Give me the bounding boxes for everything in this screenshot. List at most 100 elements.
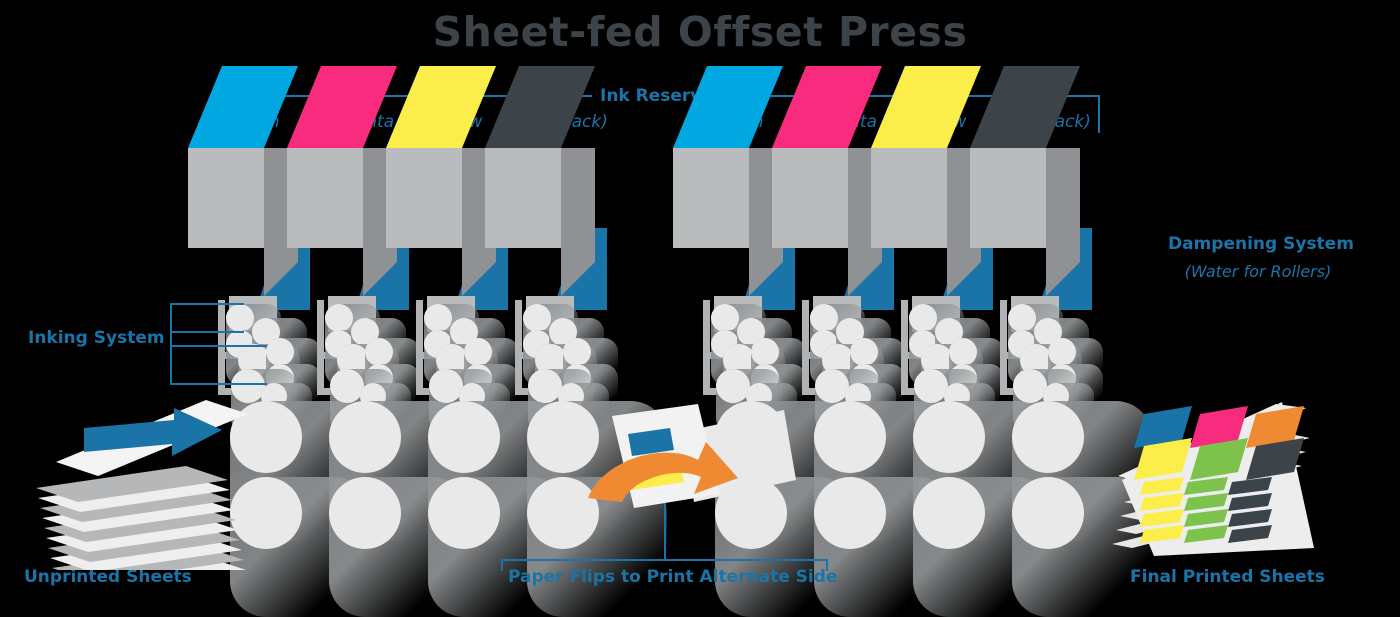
feed-direction-arrow xyxy=(84,408,222,456)
page-title: Sheet-fed Offset Press xyxy=(432,8,968,56)
impression-cylinder-0-0 xyxy=(230,477,302,549)
inking-leader-3 xyxy=(170,345,267,347)
printed-swatch-r0-c1 xyxy=(1190,406,1248,448)
tower-body-1-0 xyxy=(673,148,749,248)
inking-roller-1-3-6 xyxy=(1013,369,1047,403)
unprinted-sheet-stack xyxy=(36,400,248,570)
inking-roller-1-0-4 xyxy=(751,338,779,366)
flip-bracket-tick-right xyxy=(826,559,828,571)
ink-bracket-tick-right xyxy=(1098,95,1100,133)
dampening-system-label: Dampening System xyxy=(1168,234,1354,254)
inking-roller-1-0-0 xyxy=(711,304,739,332)
tower-body-1-3 xyxy=(970,148,1046,248)
inking-roller-0-2-0 xyxy=(424,304,452,332)
dampening-system-sublabel: (Water for Rollers) xyxy=(1184,262,1332,281)
inking-roller-0-2-4 xyxy=(464,338,492,366)
inking-system-label: Inking System xyxy=(28,328,165,348)
printed-bar-r0-c0 xyxy=(1140,477,1184,495)
impression-cylinder-1-3 xyxy=(1012,477,1084,549)
frame-upright-1-3 xyxy=(1000,300,1007,392)
inking-roller-0-3-0 xyxy=(523,304,551,332)
ink-tower-top-cyan-0 xyxy=(188,66,298,148)
tower-body-0-1 xyxy=(287,148,363,248)
inking-roller-0-0-4 xyxy=(266,338,294,366)
printed-bar-r3-c2 xyxy=(1228,525,1272,543)
inking-roller-1-2-4 xyxy=(949,338,977,366)
inking-roller-0-0-0 xyxy=(226,304,254,332)
printed-swatch-r0-c2 xyxy=(1246,406,1304,448)
printed-swatch-r0-c0 xyxy=(1134,406,1192,448)
tower-body-1-1 xyxy=(772,148,848,248)
impression-cylinder-0-3 xyxy=(527,477,599,549)
printed-bar-r2-c0 xyxy=(1140,509,1184,527)
inking-roller-1-2-0 xyxy=(909,304,937,332)
inking-leader-4 xyxy=(170,383,267,385)
inking-leader-2 xyxy=(170,331,244,333)
printed-bar-r1-c1 xyxy=(1184,493,1228,511)
inking-roller-1-3-4 xyxy=(1048,338,1076,366)
blanket-cylinder-0-3 xyxy=(527,401,599,473)
frame-upright-1-0 xyxy=(703,300,710,392)
ink-tower-top-key--black--0 xyxy=(485,66,595,148)
flip-callout-bracket xyxy=(501,559,828,561)
impression-cylinder-1-2 xyxy=(913,477,985,549)
tower-body-0-2 xyxy=(386,148,462,248)
ink-tower-top-magenta-0 xyxy=(287,66,397,148)
inking-roller-0-0-6 xyxy=(231,369,265,403)
inking-roller-1-0-6 xyxy=(716,369,750,403)
printed-bar-r2-c2 xyxy=(1228,509,1272,527)
final-printed-sheet-stack xyxy=(1112,402,1314,556)
inking-roller-1-1-6 xyxy=(815,369,849,403)
inking-bracket-spine xyxy=(170,303,172,385)
blanket-cylinder-1-3 xyxy=(1012,401,1084,473)
flip-direction-arrow xyxy=(588,442,738,502)
inking-roller-0-1-4 xyxy=(365,338,393,366)
unprinted-sheets-caption: Unprinted Sheets xyxy=(24,567,192,587)
printed-swatch-r1-c2 xyxy=(1246,438,1304,480)
flip-sheet-mark-blue xyxy=(628,428,674,456)
inking-roller-1-3-0 xyxy=(1008,304,1036,332)
inking-roller-0-1-0 xyxy=(325,304,353,332)
final-printed-sheets-caption: Final Printed Sheets xyxy=(1130,567,1325,587)
printed-swatch-r1-c0 xyxy=(1134,438,1192,480)
tower-body-1-2 xyxy=(871,148,947,248)
inking-roller-1-1-0 xyxy=(810,304,838,332)
blanket-cylinder-0-1 xyxy=(329,401,401,473)
printed-bar-r3-c0 xyxy=(1140,525,1184,543)
inking-roller-0-3-6 xyxy=(528,369,562,403)
tower-body-0-3 xyxy=(485,148,561,248)
printed-bar-r1-c0 xyxy=(1140,493,1184,511)
flip-bracket-tick-left xyxy=(501,559,503,571)
inking-roller-1-2-6 xyxy=(914,369,948,403)
printed-bar-r2-c1 xyxy=(1184,509,1228,527)
frame-upright-0-2 xyxy=(416,300,423,392)
printed-bar-r1-c2 xyxy=(1228,493,1272,511)
printed-bar-r3-c1 xyxy=(1184,525,1228,543)
impression-cylinder-0-1 xyxy=(329,477,401,549)
flip-callout-stem xyxy=(664,497,666,559)
ink-tower-top-key--black--1 xyxy=(970,66,1080,148)
blanket-cylinder-1-1 xyxy=(814,401,886,473)
tower-body-0-0 xyxy=(188,148,264,248)
inking-leader-1 xyxy=(170,303,244,305)
frame-upright-0-3 xyxy=(515,300,522,392)
paper-flip-graphic xyxy=(588,404,796,508)
printed-bar-r0-c2 xyxy=(1228,477,1272,495)
blanket-cylinder-0-2 xyxy=(428,401,500,473)
frame-upright-0-1 xyxy=(317,300,324,392)
ink-tower-top-magenta-1 xyxy=(772,66,882,148)
printed-swatch-r1-c1 xyxy=(1190,438,1248,480)
ink-tower-top-yellow-0 xyxy=(386,66,496,148)
inking-roller-0-2-6 xyxy=(429,369,463,403)
inking-roller-0-1-6 xyxy=(330,369,364,403)
blanket-cylinder-1-2 xyxy=(913,401,985,473)
impression-cylinder-0-2 xyxy=(428,477,500,549)
impression-cylinder-1-1 xyxy=(814,477,886,549)
ink-tower-top-cyan-1 xyxy=(673,66,783,148)
frame-upright-1-1 xyxy=(802,300,809,392)
ink-tower-top-yellow-1 xyxy=(871,66,981,148)
paper-flip-caption: Paper Flips to Print Alternate Side xyxy=(508,567,838,587)
inking-roller-1-1-4 xyxy=(850,338,878,366)
unprinted-sheet-layer-0 xyxy=(36,466,228,502)
